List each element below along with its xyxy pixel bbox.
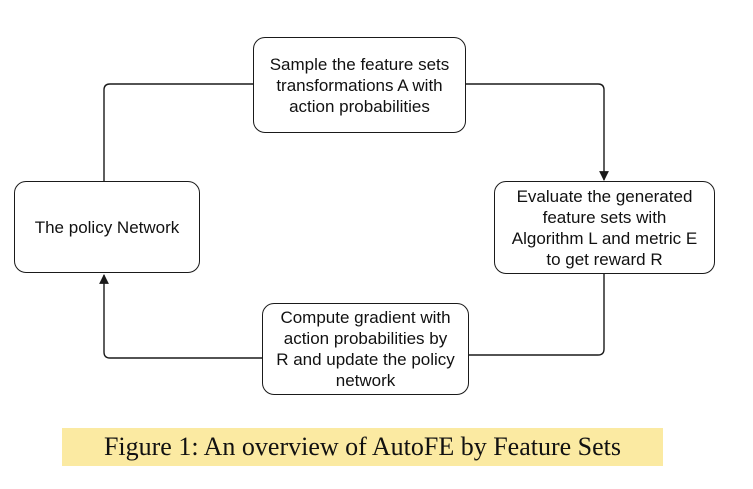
node-compute-gradient: Compute gradient with action probabiliti… xyxy=(262,303,469,395)
edge-compute-to-policy xyxy=(99,274,262,359)
edge-evaluate-to-compute xyxy=(469,274,605,356)
edge-sample-to-evaluate xyxy=(466,83,609,181)
figure-caption: Figure 1: An overview of AutoFE by Featu… xyxy=(62,428,663,466)
node-policy-network: The policy Network xyxy=(14,181,200,273)
edge-policy-to-sample xyxy=(103,83,253,181)
node-evaluate-feature-sets: Evaluate the generated feature sets with… xyxy=(494,181,715,274)
node-sample-transformations: Sample the feature sets transformations … xyxy=(253,37,466,133)
